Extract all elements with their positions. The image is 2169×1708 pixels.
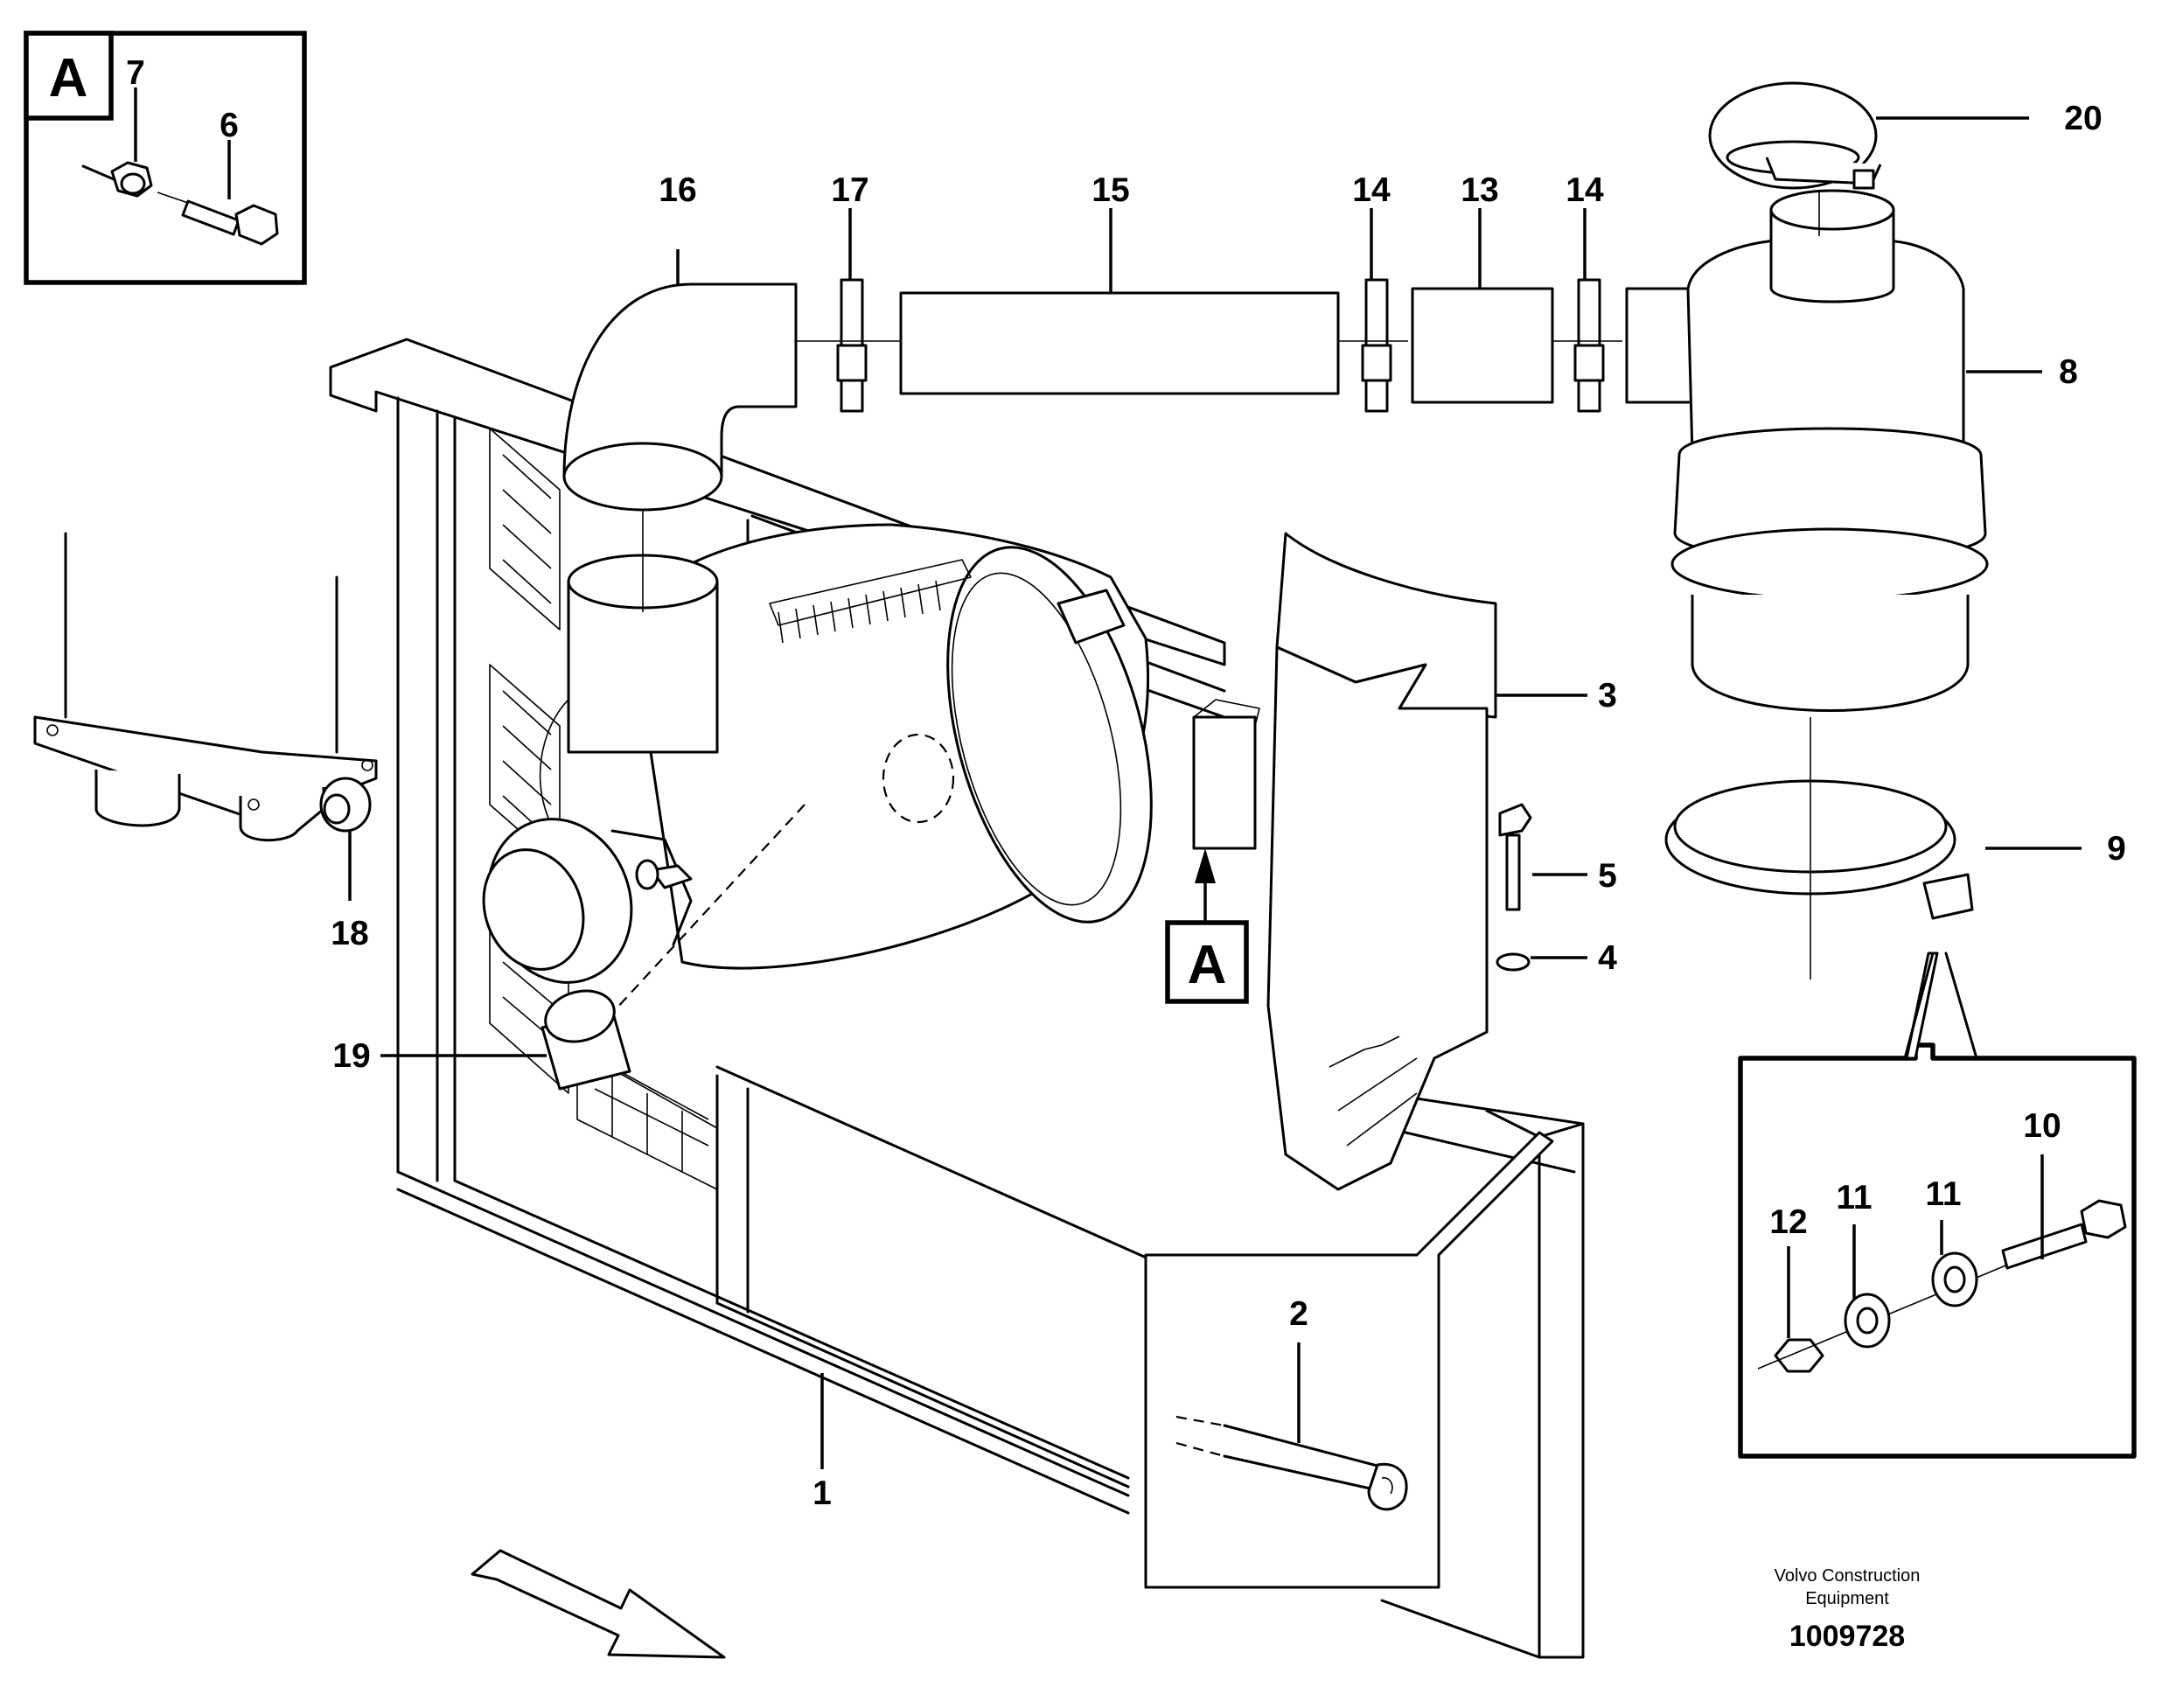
callout-17: 17 xyxy=(831,171,868,209)
clamp-band-part-9 xyxy=(1664,717,1974,979)
callout-14-left: 14 xyxy=(1352,171,1391,209)
detail-box-parts-10-12 xyxy=(1738,952,2137,1459)
detail-box-a-letter: A xyxy=(49,48,88,108)
direction-arrow xyxy=(471,1549,726,1659)
elbow-hose-part-16 xyxy=(562,282,798,612)
callout-9: 9 xyxy=(2107,830,2126,868)
detail-box-part-2 xyxy=(1144,1131,1554,1589)
callout-13: 13 xyxy=(1461,171,1498,209)
cap-part-20 xyxy=(1708,81,1882,190)
callout-16: 16 xyxy=(659,171,696,209)
sleeve-part-19 xyxy=(541,989,631,1091)
detail-pointer-a: A xyxy=(1165,848,1249,1004)
leader-lines xyxy=(348,116,2082,1469)
callout-1: 1 xyxy=(813,1474,832,1512)
footer-company-line1: Volvo Construction xyxy=(1775,1566,1921,1586)
callout-2: 2 xyxy=(1289,1295,1308,1333)
washer-part-4 xyxy=(1496,952,1531,972)
callout-11-left: 11 xyxy=(1836,1179,1872,1217)
air-filter-housing xyxy=(482,523,1153,1033)
hose-part-13 xyxy=(1411,287,1554,404)
callout-11-right: 11 xyxy=(1925,1175,1961,1213)
exhaust-stack-assembly xyxy=(33,532,378,842)
callout-12: 12 xyxy=(1769,1203,1807,1241)
bolt-part-6 xyxy=(181,199,279,246)
callout-numbers: 7 6 16 17 15 14 13 14 20 8 3 9 5 4 18 19… xyxy=(126,54,2126,1512)
screw-part-5 xyxy=(1498,803,1532,911)
duct-shield-part-3 xyxy=(1192,532,1497,1191)
callout-4: 4 xyxy=(1598,939,1617,977)
footer: Volvo Construction Equipment 1009728 xyxy=(1775,1566,1921,1653)
callout-15: 15 xyxy=(1091,171,1129,209)
precleaner-part-8 xyxy=(1625,189,1989,712)
clamp-part-14-left xyxy=(1338,278,1408,413)
callout-18: 18 xyxy=(331,915,368,952)
callout-5: 5 xyxy=(1598,857,1617,895)
callout-6: 6 xyxy=(220,107,239,144)
callout-8: 8 xyxy=(2059,353,2078,391)
pipe-part-15 xyxy=(899,291,1340,395)
nut-part-7 xyxy=(81,161,189,204)
clamp-part-17 xyxy=(796,278,901,413)
clamp-part-14-right xyxy=(1552,278,1622,413)
callout-3: 3 xyxy=(1598,677,1617,715)
callout-7: 7 xyxy=(126,54,145,92)
callout-14-right: 14 xyxy=(1566,171,1604,209)
footer-company-line2: Equipment xyxy=(1805,1589,1889,1608)
callout-10: 10 xyxy=(2023,1107,2061,1145)
detail-box-a: A xyxy=(24,31,307,285)
drawing-number: 1009728 xyxy=(1789,1620,1905,1653)
detail-pointer-a-letter: A xyxy=(1188,935,1227,995)
callout-20: 20 xyxy=(2064,100,2102,137)
callout-19: 19 xyxy=(332,1037,370,1075)
